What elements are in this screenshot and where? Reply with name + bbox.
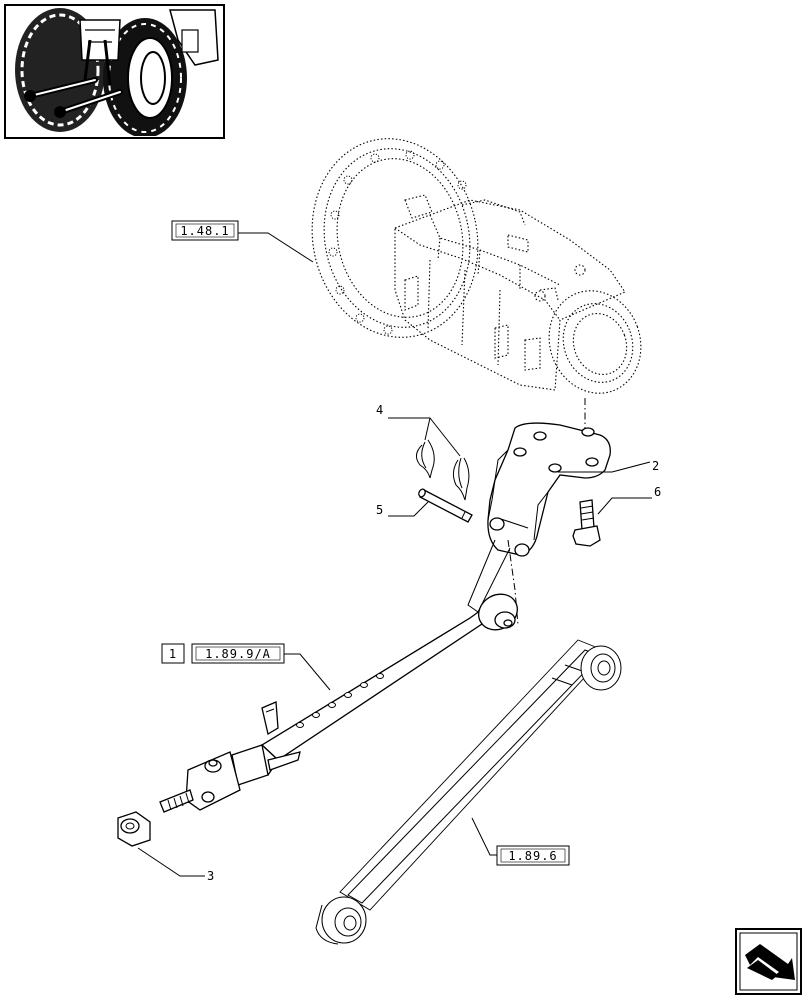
ref-lower-link-label: 1.89.6 <box>508 849 557 863</box>
ref-5-label: 5 <box>376 503 383 517</box>
top-link <box>159 593 518 813</box>
pin-part-5 <box>418 488 473 523</box>
ref-transmission-label: 1.48.1 <box>180 224 229 238</box>
callout-part-2[interactable]: 2 <box>558 459 659 473</box>
callout-part-6[interactable]: 6 <box>597 485 661 515</box>
transmission-housing <box>311 138 642 394</box>
callout-part-3[interactable]: 3 <box>137 847 214 883</box>
ref-3-label: 3 <box>207 869 214 883</box>
callout-transmission[interactable]: 1.48.1 <box>171 220 314 263</box>
pin-engagement-outline <box>467 539 511 613</box>
bolt-part-6 <box>572 499 601 547</box>
ref-6-label: 6 <box>654 485 661 499</box>
tractor-rear-thumbnail-icon[interactable] <box>4 4 225 139</box>
callout-part-4[interactable]: 4 <box>376 403 461 457</box>
ref-2-label: 2 <box>652 459 659 473</box>
bracket-part-2 <box>487 422 611 557</box>
ref-4-label: 4 <box>376 403 383 417</box>
lower-link <box>315 639 622 945</box>
ref-top-link-label: 1.89.9/A <box>205 647 271 661</box>
callout-top-link[interactable]: 1 1.89.9/A <box>161 643 331 691</box>
callout-lower-link[interactable]: 1.89.6 <box>471 817 570 866</box>
r-clip-part-4 <box>416 439 470 501</box>
return-arrow-icon[interactable] <box>735 928 802 995</box>
ref-top-link-qty-label: 1 <box>169 647 177 661</box>
nut-part-3 <box>117 811 151 847</box>
callout-part-5[interactable]: 5 <box>376 501 429 517</box>
